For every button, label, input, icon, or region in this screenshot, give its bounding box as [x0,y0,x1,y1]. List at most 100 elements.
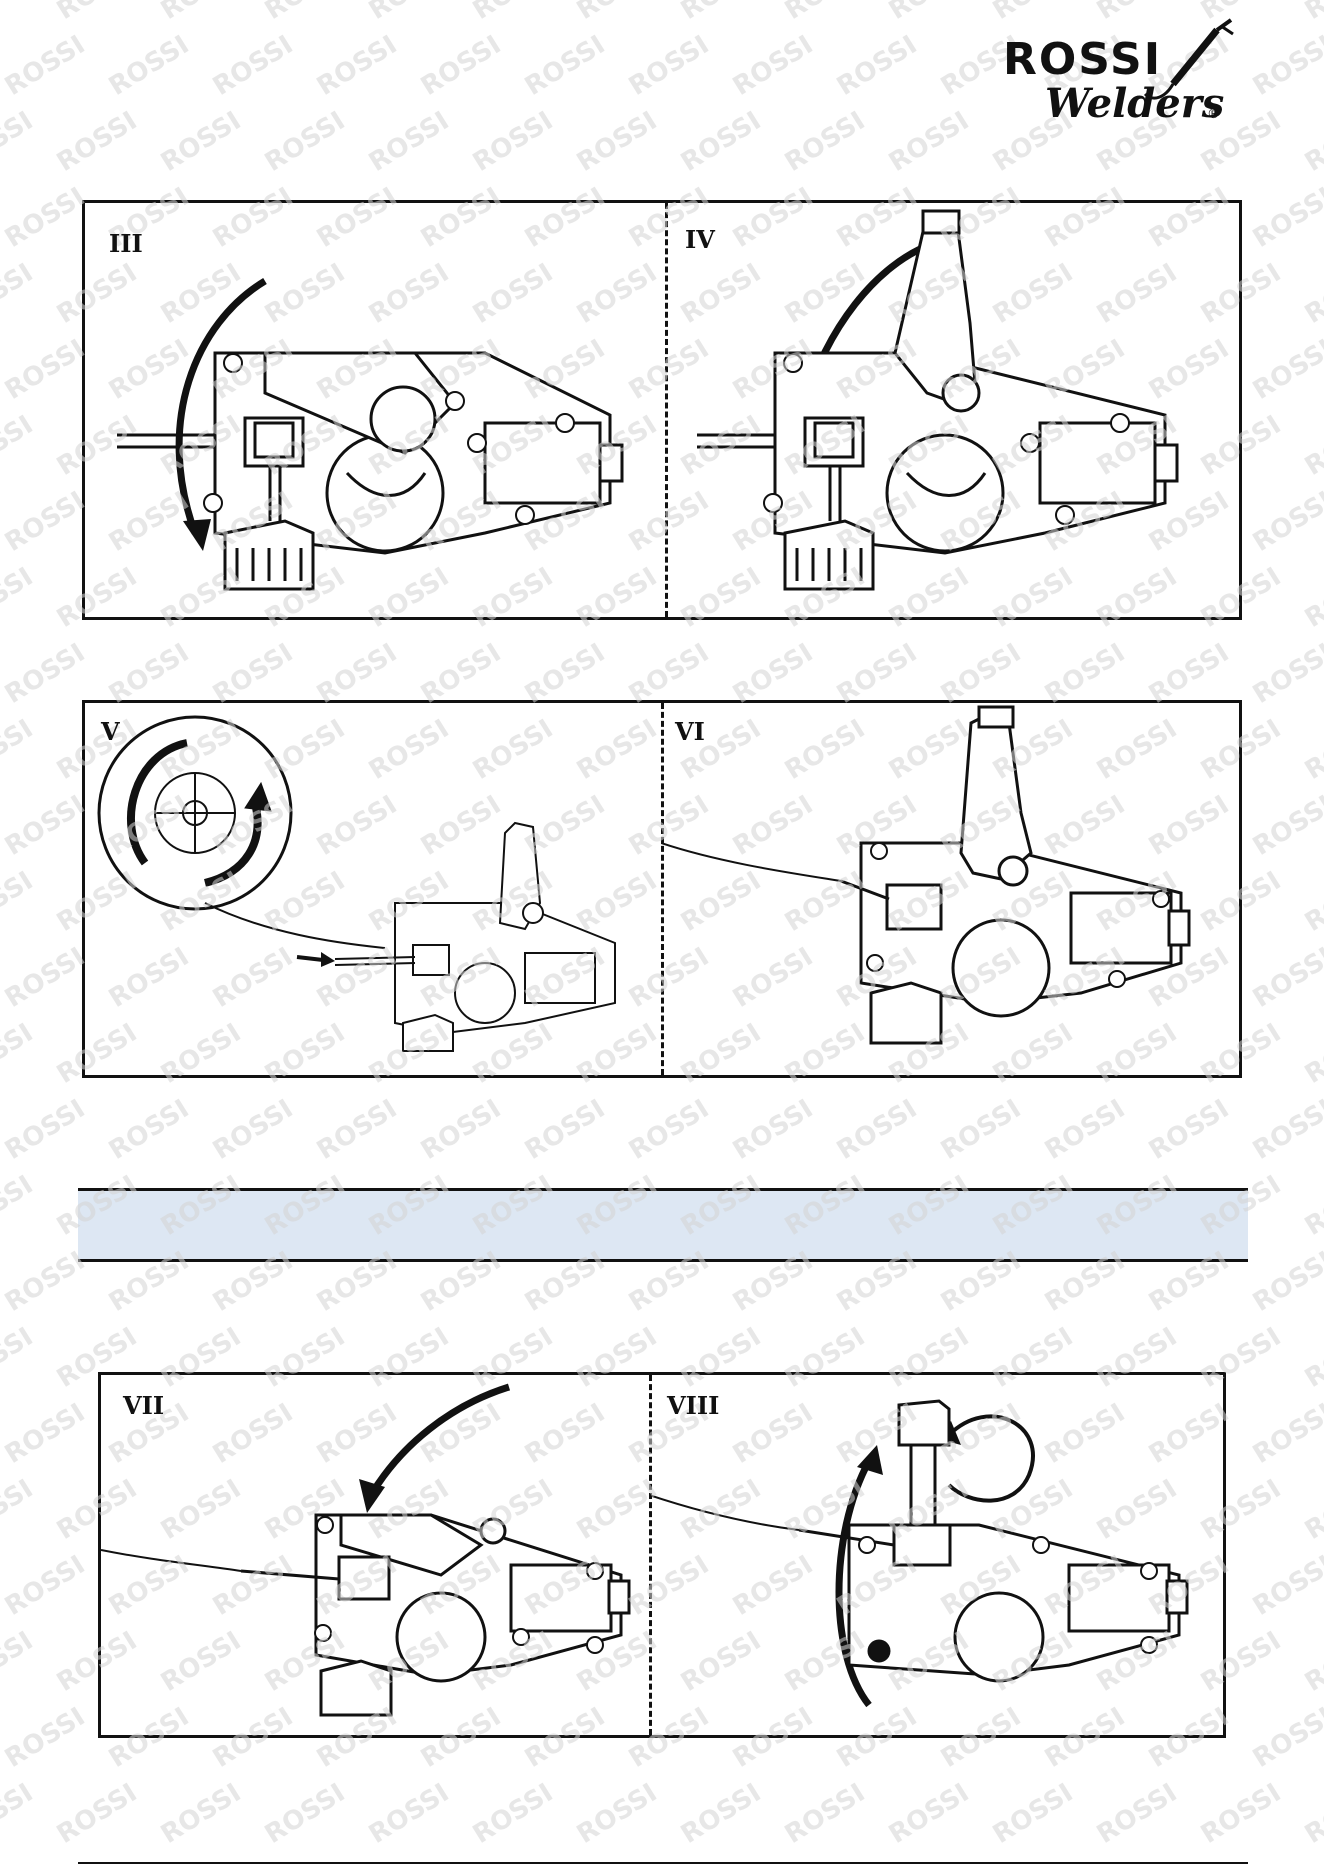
watermark-text: ROSSI [936,1094,1027,1166]
watermark-text: ROSSI [1248,1702,1324,1774]
watermark-text: ROSSI [364,106,455,178]
watermark-text: ROSSI [0,410,38,482]
watermark-text: ROSSI [0,258,38,330]
watermark-text: ROSSI [1248,1246,1324,1318]
feed-wire [205,903,385,948]
page-bottom-rule [78,1862,1248,1864]
watermark-text: ROSSI [1248,486,1324,558]
watermark-text: ROSSI [0,942,90,1014]
watermark-text: ROSSI [260,1778,351,1850]
step-label-viii: VIII [667,1391,719,1420]
watermark-text: ROSSI [676,106,767,178]
watermark-text: ROSSI [1248,638,1324,710]
watermark-text: ROSSI [1300,1018,1324,1090]
watermark-text: ROSSI [0,486,90,558]
watermark-text: ROSSI [416,1094,507,1166]
watermark-text: ROSSI [624,1094,715,1166]
panel-steps-3-4: III IV [82,200,1242,620]
panel-steps-7-8: VII VIII [98,1372,1226,1738]
wire-feeder-small [335,823,615,1051]
watermark-text: ROSSI [364,1778,455,1850]
watermark-text: ROSSI [676,0,767,26]
wire-feeder-closing [241,1515,629,1715]
watermark-text: ROSSI [0,0,38,26]
watermark-text: ROSSI [1040,1094,1131,1166]
watermark-text: ROSSI [520,30,611,102]
watermark-text: ROSSI [1196,1778,1287,1850]
logo-registered-mark: ® [1207,107,1220,122]
watermark-text: ROSSI [676,1778,767,1850]
wire-feeder-closed-arm [841,707,1189,1043]
watermark-text: ROSSI [1248,1550,1324,1622]
watermark-text: ROSSI [1248,1094,1324,1166]
watermark-text: ROSSI [468,106,559,178]
watermark-text: ROSSI [1300,1626,1324,1698]
step-label-iv: IV [685,225,715,254]
watermark-text: ROSSI [884,0,975,26]
tighten-circular-arrow-icon [939,1416,1033,1500]
watermark-text: ROSSI [416,30,507,102]
logo-welders-text: Welders [1045,80,1224,127]
watermark-text: ROSSI [0,1550,90,1622]
watermark-text: ROSSI [0,1246,90,1318]
watermark-text: ROSSI [884,106,975,178]
watermark-text: ROSSI [1300,562,1324,634]
watermark-text: ROSSI [52,1778,143,1850]
rotate-down-arrow-icon [359,1387,509,1513]
section-band [78,1188,1248,1262]
watermark-text: ROSSI [520,1094,611,1166]
watermark-text: ROSSI [0,1398,90,1470]
watermark-text: ROSSI [0,1322,38,1394]
watermark-text: ROSSI [0,1626,38,1698]
watermark-text: ROSSI [780,106,871,178]
watermark-text: ROSSI [1092,1778,1183,1850]
watermark-text: ROSSI [364,0,455,26]
watermark-text: ROSSI [1300,1474,1324,1546]
watermark-text: ROSSI [468,1778,559,1850]
illustration-step-iv [665,203,1245,623]
watermark-text: ROSSI [0,1474,38,1546]
watermark-text: ROSSI [884,1778,975,1850]
watermark-text: ROSSI [0,1094,90,1166]
watermark-text: ROSSI [0,30,90,102]
watermark-text: ROSSI [0,638,90,710]
watermark-text: ROSSI [1248,334,1324,406]
watermark-text: ROSSI [260,106,351,178]
watermark-text: ROSSI [832,1094,923,1166]
watermark-text: ROSSI [572,0,663,26]
watermark-text: ROSSI [0,182,90,254]
watermark-text: ROSSI [468,0,559,26]
illustration-step-v [85,703,661,1081]
illustration-step-vi [661,703,1241,1081]
watermark-text: ROSSI [260,0,351,26]
wire-feeder-tensioned [799,1401,1187,1681]
step-label-v: V [101,717,120,746]
watermark-text: ROSSI [1144,1094,1235,1166]
watermark-text: ROSSI [0,866,38,938]
watermark-text: ROSSI [728,30,819,102]
watermark-text: ROSSI [156,106,247,178]
watermark-text: ROSSI [1300,714,1324,786]
watermark-text: ROSSI [0,1702,90,1774]
insert-arrow-icon [297,952,335,967]
watermark-text: ROSSI [572,106,663,178]
watermark-text: ROSSI [0,562,38,634]
watermark-text: ROSSI [1300,1170,1324,1242]
watermark-text: ROSSI [156,1778,247,1850]
watermark-text: ROSSI [208,1094,299,1166]
watermark-text: ROSSI [1300,106,1324,178]
step-label-iii: III [109,229,143,258]
feed-wire [661,843,841,881]
watermark-text: ROSSI [312,1094,403,1166]
watermark-text: ROSSI [780,1778,871,1850]
watermark-text: ROSSI [1248,1398,1324,1470]
watermark-text: ROSSI [780,0,871,26]
watermark-text: ROSSI [0,714,38,786]
watermark-text: ROSSI [1300,410,1324,482]
watermark-text: ROSSI [988,1778,1079,1850]
watermark-text: ROSSI [1300,1322,1324,1394]
watermark-text: ROSSI [1300,0,1324,26]
feed-wire [101,1550,241,1571]
panel-steps-5-6: V VI [82,700,1242,1078]
watermark-text: ROSSI [1248,182,1324,254]
